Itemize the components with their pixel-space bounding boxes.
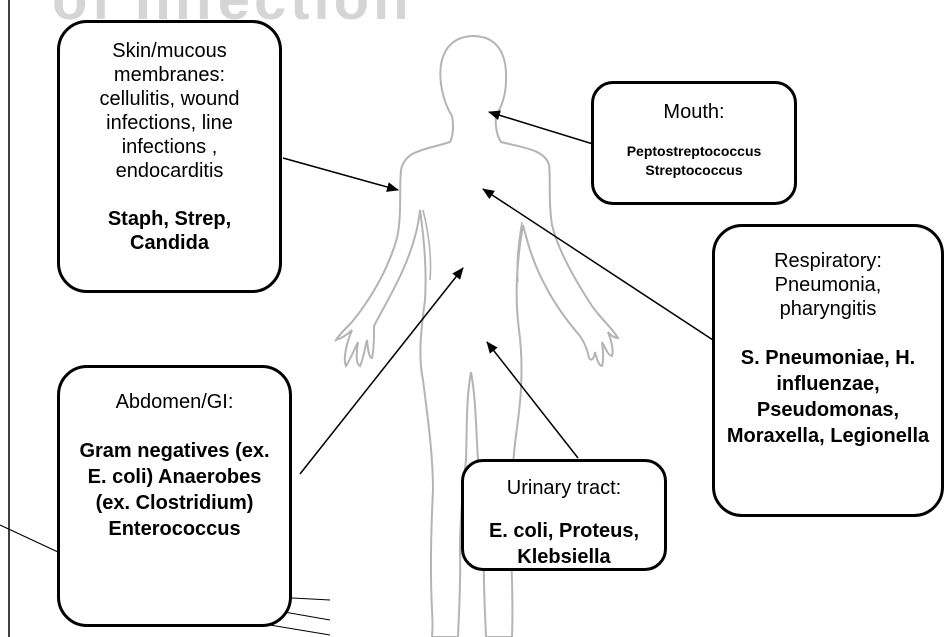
skin-organisms: Staph, Strep, Candida — [60, 207, 279, 255]
arrow-mouth — [489, 112, 593, 144]
respiratory-box: Respiratory: Pneumonia, pharyngitis S. P… — [712, 224, 944, 517]
mouth-heading: Mouth: — [594, 100, 794, 124]
abdomen-organisms: Gram negatives (ex. E. coli) Anaerobes (… — [60, 438, 289, 542]
mouth-organisms: Peptostreptococcus Streptococcus — [594, 142, 794, 180]
urinary-organisms: E. coli, Proteus, Klebsiella — [464, 518, 664, 570]
arrow-respiratory — [483, 189, 713, 340]
abdomen-heading: Abdomen/GI: — [60, 390, 289, 414]
arrow-urinary — [487, 342, 578, 458]
respiratory-organisms: S. Pneumoniae, H. influenzae, Pseudomona… — [715, 345, 941, 449]
arrow-abdomen — [300, 268, 463, 474]
abdomen-box: Abdomen/GI: Gram negatives (ex. E. coli)… — [57, 365, 292, 627]
mouth-box: Mouth: Peptostreptococcus Streptococcus — [591, 81, 797, 205]
respiratory-heading: Respiratory: Pneumonia, pharyngitis — [715, 249, 941, 321]
skin-box: Skin/mucous membranes: cellulitis, wound… — [57, 20, 282, 293]
urinary-heading: Urinary tract: — [464, 476, 664, 500]
urinary-box: Urinary tract: E. coli, Proteus, Klebsie… — [461, 459, 667, 571]
skin-heading: Skin/mucous membranes: cellulitis, wound… — [60, 39, 279, 183]
arrow-skin — [283, 158, 398, 190]
